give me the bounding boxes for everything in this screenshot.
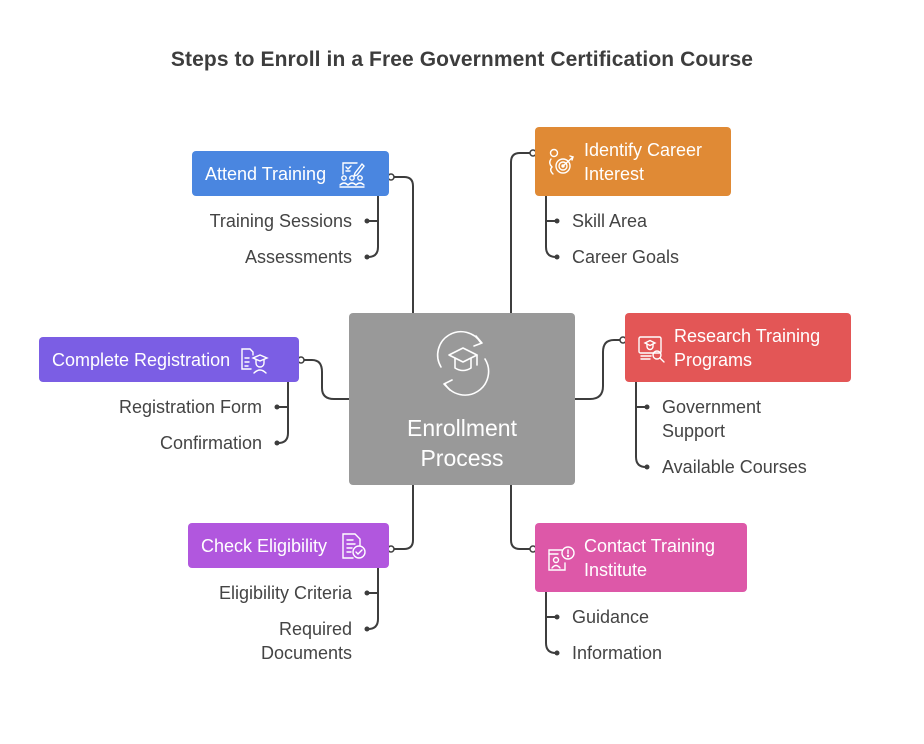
node-label: Research Training Programs	[674, 325, 821, 370]
node-check-eligibility: Check Eligibility	[188, 523, 389, 568]
node-label: Complete Registration	[52, 349, 231, 370]
research-programs-icon	[635, 332, 667, 364]
center-node-label: Enrollment Process	[407, 415, 517, 471]
sub-item-skill-area: Skill Area	[572, 211, 648, 231]
graduation-cap-cycle-icon	[427, 327, 499, 399]
sub-item-required-documents: Required Documents	[260, 619, 352, 663]
registration-document-icon	[238, 344, 270, 376]
sub-item-career-goals: Career Goals	[572, 247, 680, 267]
node-label: Contact Training Institute	[584, 535, 716, 580]
sub-item-guidance: Guidance	[572, 607, 650, 627]
node-contact-training-institute: Contact Training Institute	[535, 523, 747, 592]
node-label: Identify Career Interest	[584, 139, 703, 184]
sub-item-available-courses: Available Courses	[662, 457, 807, 477]
sub-item-eligibility-criteria: Eligibility Criteria	[218, 583, 352, 603]
eligibility-check-icon	[337, 530, 369, 562]
career-target-icon	[545, 146, 577, 178]
center-node-enrollment-process: Enrollment Process	[349, 313, 575, 485]
sub-item-government-support: Government Support	[662, 397, 762, 441]
node-attend-training: Attend Training	[192, 151, 389, 196]
diagram-title: Steps to Enroll in a Free Government Cer…	[170, 48, 754, 71]
node-research-training-programs: Research Training Programs	[625, 313, 851, 382]
node-label: Check Eligibility	[201, 535, 328, 556]
sub-item-assessments: Assessments	[244, 247, 352, 267]
contact-institute-icon	[545, 542, 577, 574]
node-complete-registration: Complete Registration	[39, 337, 299, 382]
node-label: Attend Training	[205, 163, 327, 184]
sub-item-information: Information	[572, 643, 663, 663]
sub-item-confirmation: Confirmation	[159, 433, 262, 453]
sub-item-registration-form: Registration Form	[118, 397, 262, 417]
training-group-icon	[336, 158, 368, 190]
node-identify-career-interest: Identify Career Interest	[535, 127, 731, 196]
sub-item-training-sessions: Training Sessions	[209, 211, 352, 231]
